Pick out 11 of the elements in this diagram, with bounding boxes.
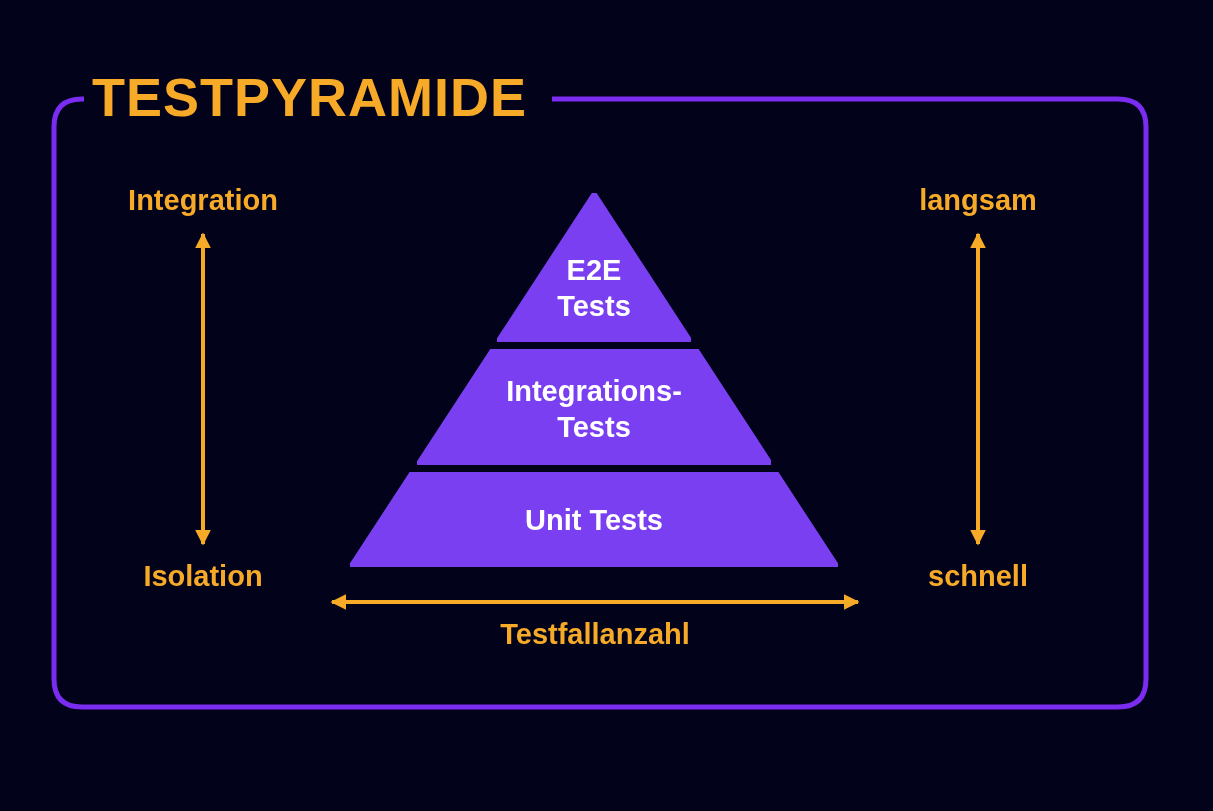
axis-label: Testfallanzahl <box>499 618 691 651</box>
scale-label: schnell <box>928 559 1028 593</box>
scale-label: Isolation <box>143 559 263 593</box>
scale-label: Integration <box>128 183 278 217</box>
double-arrow <box>195 232 211 546</box>
level-label: E2E Tests <box>556 252 632 324</box>
title: TESTPYRAMIDE <box>92 66 528 128</box>
level-label: Integrations- Tests <box>505 374 683 445</box>
level-label: Unit Tests <box>524 502 663 538</box>
double-arrow <box>970 232 986 546</box>
scale-label: langsam <box>919 183 1037 217</box>
